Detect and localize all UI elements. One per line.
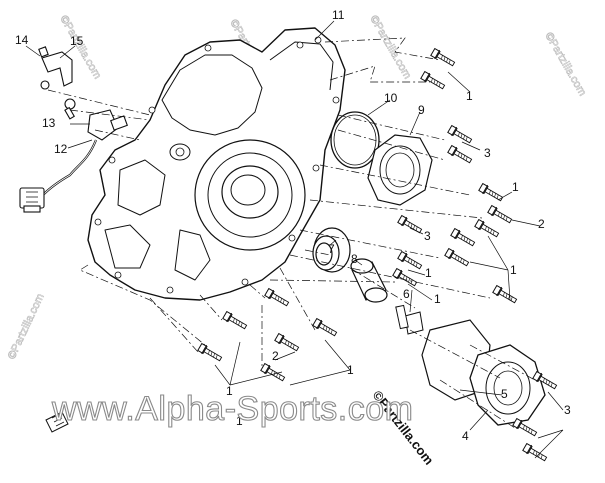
leader-lines (25, 20, 564, 459)
watermark-side-right: ©Partzilla.com (542, 31, 588, 99)
o-ring (330, 111, 380, 169)
callout-3-b: 3 (424, 229, 431, 243)
callout-11: 11 (332, 8, 345, 22)
callout-1-c: 1 (510, 263, 517, 277)
callout-13: 13 (42, 116, 56, 130)
callout-1-f: 1 (347, 363, 354, 377)
callout-1-h: 1 (236, 414, 243, 428)
callout-12: 12 (54, 142, 68, 156)
wire-clip-bracket (38, 46, 73, 90)
drain-bolt (395, 304, 424, 335)
callout-2-a: 2 (538, 217, 545, 231)
bushing (350, 258, 388, 303)
callout-labels: 11 10 9 1 3 1 2 3 7 8 1 1 6 1 2 1 1 5 1 … (15, 8, 571, 443)
callout-2-b: 2 (272, 349, 279, 363)
callout-3-c: 3 (564, 403, 571, 417)
callout-6: 6 (403, 287, 410, 301)
callout-15: 15 (70, 34, 84, 48)
callout-9: 9 (418, 103, 425, 117)
sensor-connector (19, 187, 45, 213)
oil-filter-cover (367, 134, 433, 206)
bearing (312, 227, 351, 273)
callout-7: 7 (328, 242, 335, 256)
callout-1-d: 1 (425, 266, 432, 280)
sensor-wire (43, 139, 98, 195)
callout-5: 5 (501, 387, 508, 401)
assembly-lines (47, 37, 536, 429)
callout-1-e: 1 (434, 292, 441, 306)
speed-sensor (64, 98, 128, 141)
gasket (421, 319, 491, 401)
callout-14: 14 (15, 33, 29, 47)
callout-8: 8 (351, 252, 358, 266)
callout-1-g: 1 (226, 384, 233, 398)
watermark-side-left: ©Partzilla.com (6, 292, 47, 361)
callout-4: 4 (462, 429, 469, 443)
callout-10: 10 (384, 91, 398, 105)
callout-1-a: 1 (466, 89, 473, 103)
alpha-sports-watermark: www.Alpha-Sports.com (51, 390, 413, 428)
watermark-top-c: ©Partzilla.com (367, 14, 413, 82)
crankcase-cover (87, 27, 346, 301)
callout-3-a: 3 (484, 146, 491, 160)
publisher-logo (45, 411, 69, 433)
lower-cover (469, 344, 546, 426)
callout-1-b: 1 (512, 180, 519, 194)
